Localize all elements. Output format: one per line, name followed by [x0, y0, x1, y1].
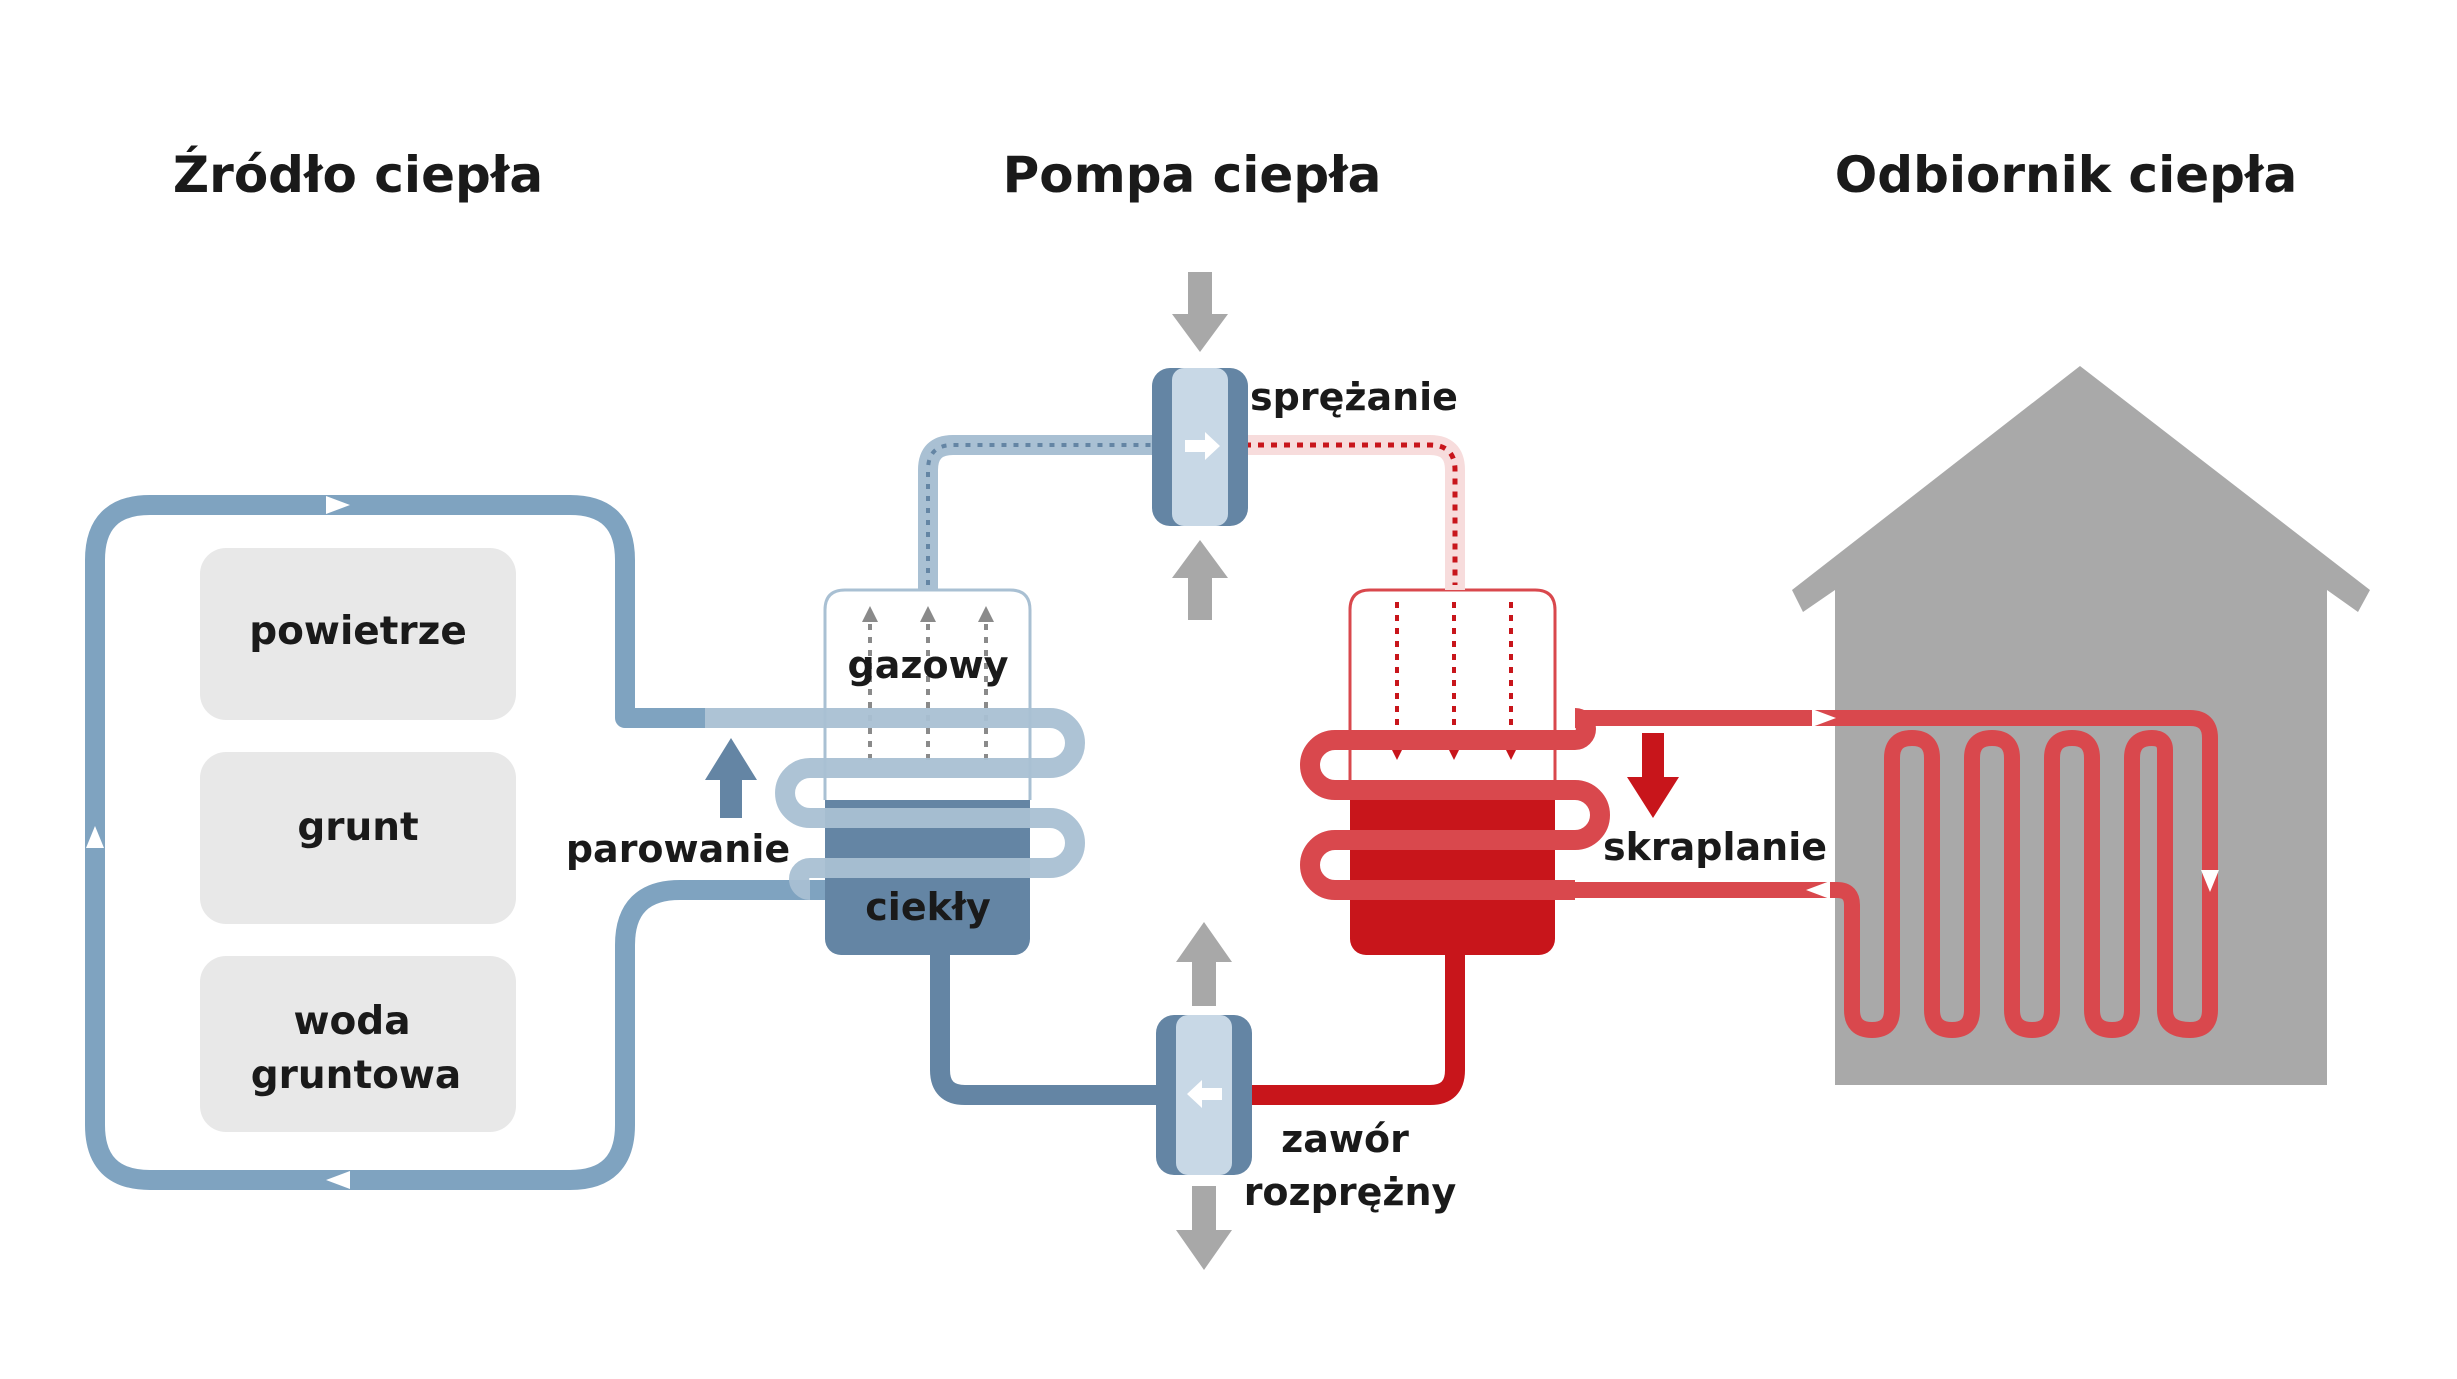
- source-groundwater-label-1: woda: [293, 999, 410, 1044]
- source-ground-box: [200, 752, 516, 924]
- heat-source-options: powietrze grunt woda gruntowa: [200, 548, 516, 1132]
- energy-in-arrow-icon: [1172, 272, 1228, 352]
- condensation-arrow-icon: [1627, 733, 1679, 818]
- heading-heat-pump: Pompa ciepła: [1003, 146, 1382, 204]
- valve-label-2: rozprężny: [1244, 1170, 1457, 1214]
- source-loop: [85, 495, 835, 1190]
- state-liquid-label: ciekły: [865, 885, 991, 929]
- energy-in-arrow-icon: [1172, 540, 1228, 620]
- condenser: skraplanie: [1300, 588, 1827, 955]
- condenser-coil: [1300, 708, 1610, 900]
- evaporator-coil: [705, 708, 1085, 900]
- flow-arrow-icon: [326, 496, 350, 514]
- condensation-label: skraplanie: [1603, 825, 1827, 869]
- heading-heat-receiver: Odbiornik ciepła: [1835, 146, 2297, 204]
- condenser-liquid: [1350, 800, 1555, 955]
- state-gas-label: gazowy: [848, 643, 1009, 687]
- flow-arrow-icon: [326, 1171, 350, 1189]
- evaporation-label: parowanie: [566, 827, 790, 871]
- flow-arrow-icon: [1185, 432, 1220, 460]
- energy-out-arrow-icon: [1176, 922, 1232, 1006]
- source-groundwater-box: [200, 956, 516, 1132]
- expansion-valve: zawór rozprężny: [1156, 922, 1457, 1270]
- valve-label-1: zawór: [1281, 1117, 1409, 1161]
- flow-arrow-icon: [1806, 881, 1830, 899]
- energy-out-arrow-icon: [1176, 1186, 1232, 1270]
- flow-arrow-icon: [1187, 1080, 1222, 1108]
- compression-label: sprężanie: [1250, 375, 1458, 419]
- flow-arrow-icon: [1812, 709, 1836, 727]
- evaporation-arrow-icon: [705, 738, 757, 818]
- source-ground-label: grunt: [297, 805, 418, 850]
- source-air-label: powietrze: [249, 609, 467, 654]
- source-air-box: [200, 548, 516, 720]
- heading-heat-source: Źródło ciepła: [173, 145, 543, 204]
- heat-receiver-house: [1575, 366, 2370, 1085]
- flow-arrow-icon: [86, 826, 104, 848]
- heating-circuit: [1575, 710, 2218, 1038]
- evaporator: gazowy ciekły parowanie: [566, 588, 1085, 955]
- refrigerant-circuit: [918, 435, 1465, 1105]
- source-groundwater-label-2: gruntowa: [251, 1053, 461, 1098]
- flow-arrow-icon: [2201, 870, 2219, 892]
- compressor: sprężanie: [1152, 272, 1458, 620]
